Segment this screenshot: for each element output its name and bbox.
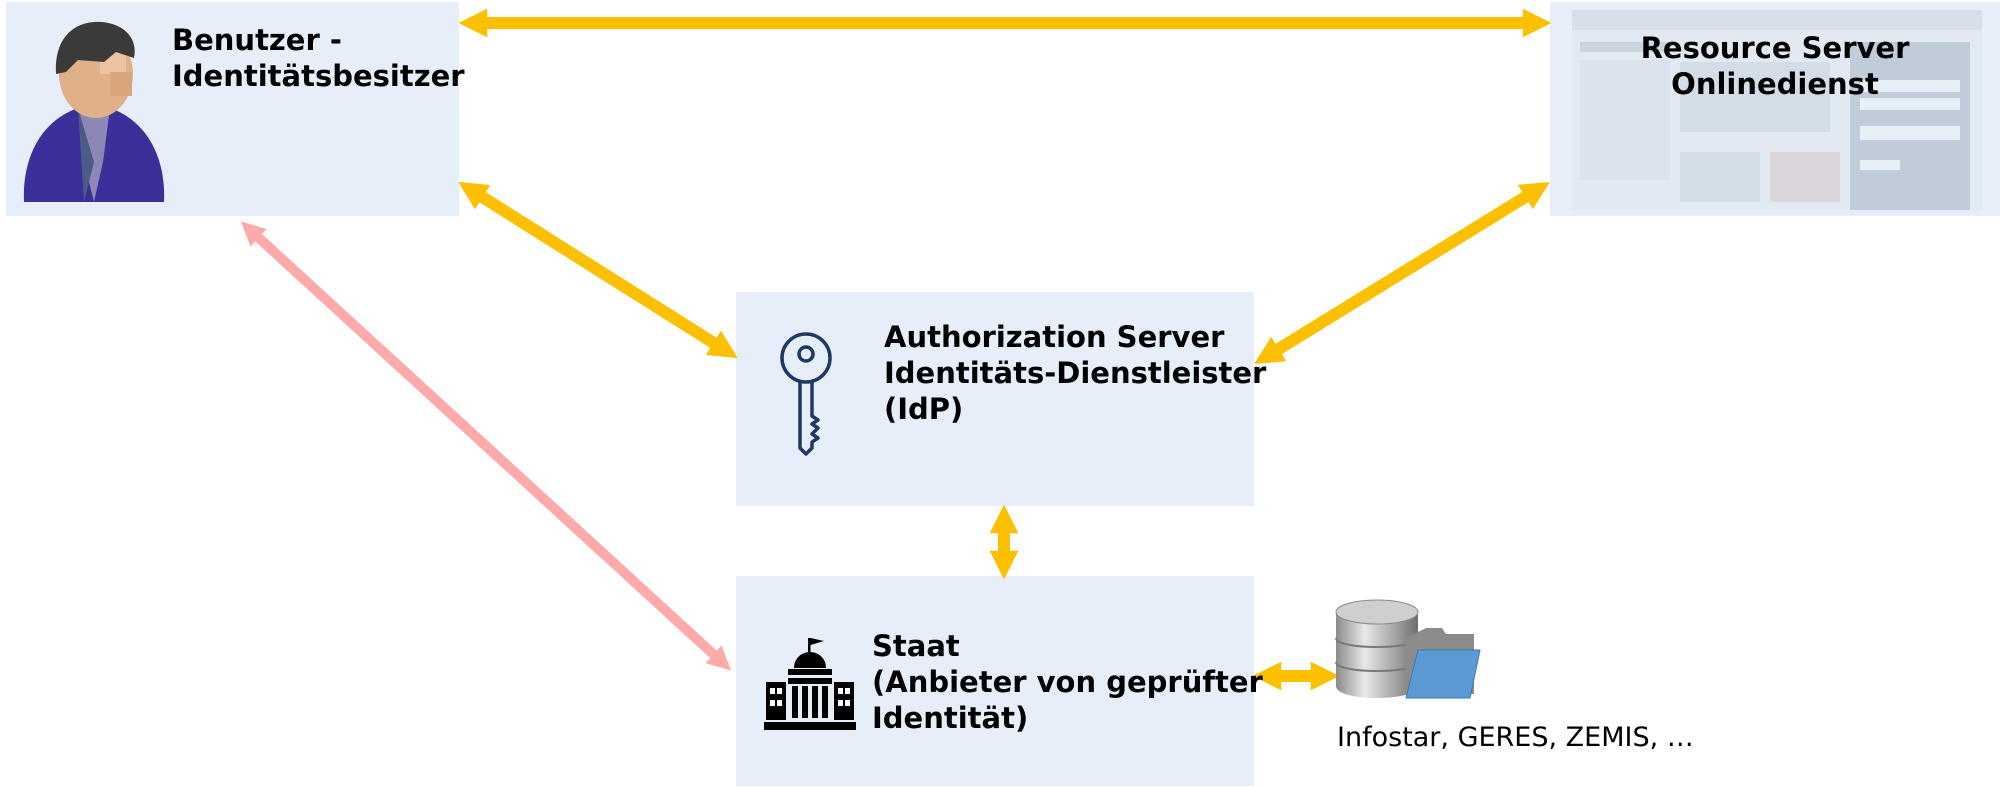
state-label-line: Identität) <box>872 701 1029 735</box>
key-icon <box>780 332 832 456</box>
state-label: Staat (Anbieter von geprüfter Identität) <box>872 628 1263 736</box>
state-node <box>736 576 1254 786</box>
arrow-user-auth <box>458 181 738 359</box>
arrow-user-state <box>240 221 732 671</box>
user-label-line: Benutzer - <box>172 23 342 57</box>
authorization-server-node <box>736 292 1254 506</box>
user-node <box>6 2 459 216</box>
database-folder-icon <box>1335 599 1481 699</box>
resource-label-line: Onlinedienst <box>1671 67 1879 101</box>
resource-label-line: Resource Server <box>1640 31 1910 65</box>
government-building-icon <box>764 638 856 730</box>
auth-label-line: Identitäts-Dienstleister <box>884 356 1267 390</box>
state-label-line: Staat <box>872 629 960 663</box>
resource-server-label: Resource Server Onlinedienst <box>1550 30 2000 102</box>
website-screenshot-thumbnail <box>1572 10 1982 210</box>
user-label-line: Identitätsbesitzer <box>172 59 465 93</box>
user-label: Benutzer - Identitätsbesitzer <box>172 22 465 94</box>
arrow-resource-auth <box>1254 181 1550 365</box>
auth-label-line: (IdP) <box>884 392 964 426</box>
state-label-line: (Anbieter von geprüfter <box>872 665 1263 699</box>
resource-server-node <box>1550 2 2000 216</box>
person-avatar-icon <box>23 21 165 202</box>
authorization-server-label: Authorization Server Identitäts-Dienstle… <box>884 319 1266 427</box>
auth-label-line: Authorization Server <box>884 320 1225 354</box>
registers-caption: Infostar, GERES, ZEMIS, … <box>1337 722 1694 753</box>
